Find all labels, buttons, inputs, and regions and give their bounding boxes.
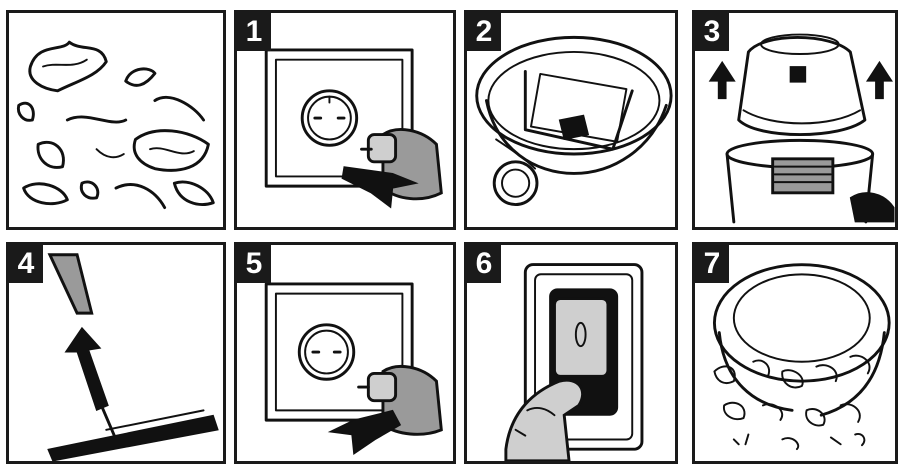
step-number-2: 2 (467, 13, 501, 51)
step-number-7: 7 (695, 245, 729, 283)
debris-icon (9, 13, 223, 227)
step-number-1: 1 (237, 13, 271, 51)
panel-step-5: 5 (234, 242, 456, 464)
panel-debris (6, 10, 226, 230)
panel-step-6: 6 (464, 242, 678, 464)
panel-step-2: 2 (464, 10, 678, 230)
panel-step-1: 1 (234, 10, 456, 230)
panel-step-4: 4 (6, 242, 226, 464)
step-number-4: 4 (9, 245, 43, 283)
step-number-5: 5 (237, 245, 271, 283)
panel-step-7: 7 (692, 242, 898, 464)
step-number-6: 6 (467, 245, 501, 283)
step-number-3: 3 (695, 13, 729, 51)
panel-step-3: 3 (692, 10, 898, 230)
